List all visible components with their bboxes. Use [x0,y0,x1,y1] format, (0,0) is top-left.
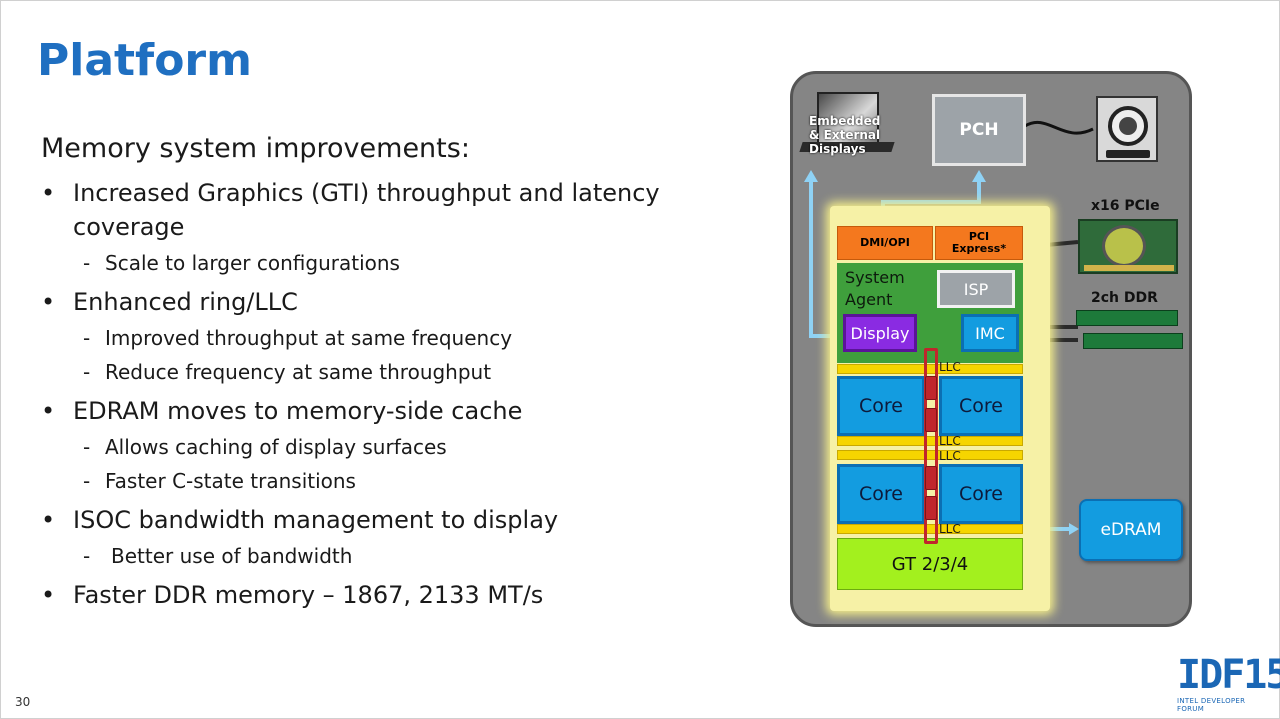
sub-bullet-item: Improved throughput at same frequency [41,323,741,353]
llc-label: LLC [939,360,961,374]
sub-bullet-item: Reduce frequency at same throughput [41,357,741,387]
isp-block: ISP [937,270,1015,308]
sub-bullet-item: Allows caching of display surfaces [41,432,741,462]
ddr-label: 2ch DDR [1091,290,1158,306]
displays-label: Embedded & External Displays [809,114,880,156]
bullet-item: Enhanced ring/LLC [41,285,741,319]
sub-bullet-item: Scale to larger configurations [41,248,741,278]
ring-stop [925,376,937,400]
gt-graphics-block: GT 2/3/4 [837,538,1023,590]
idf-logo-subtitle: INTEL DEVELOPER FORUM [1177,697,1246,713]
displays-label-line: Displays [809,142,866,156]
bullet-item: Increased Graphics (GTI) throughput and … [41,176,741,244]
llc-label: LLC [939,449,961,463]
ddr-module-icon [1076,310,1178,326]
page-title: Platform [37,35,252,86]
sub-bullet-item: Faster C-state transitions [41,466,741,496]
llc-slice [837,524,1023,534]
sub-bullet-item: Better use of bandwidth [41,541,741,571]
llc-slice [837,436,1023,446]
llc-label: LLC [939,434,961,448]
core-block: Core [939,464,1023,524]
pci-express-label: PCI [968,230,990,243]
system-agent-label: System Agent [845,267,905,311]
llc-slice [837,364,1023,374]
platform-diagram: Embedded & External Displays PCH x16 PCI… [790,71,1192,627]
bullet-item: ISOC bandwidth management to display [41,503,741,537]
dmi-opi-block: DMI/OPI [837,226,933,260]
llc-slice [837,450,1023,460]
core-block: Core [939,376,1023,436]
imc-block: IMC [961,314,1019,352]
page-number: 30 [15,695,31,709]
display-monitor-icon [817,92,879,144]
system-agent-label-line: System [845,268,905,287]
display-block: Display [843,314,917,352]
core-block: Core [837,376,925,436]
bullet-item: Faster DDR memory – 1867, 2133 MT/s [41,578,741,612]
pcie-card-icon [1078,219,1178,274]
ddr-module-icon [1083,333,1183,349]
ring-stop [925,408,937,432]
ring-bus [924,348,938,544]
llc-label: LLC [939,522,961,536]
ring-stop [925,466,937,490]
webcam-icon [1096,96,1158,162]
bullet-item: EDRAM moves to memory-side cache [41,394,741,428]
core-block: Core [837,464,925,524]
pch-block: PCH [932,94,1026,166]
displays-label-line: Embedded [809,114,881,128]
pcie-label: x16 PCIe [1091,198,1160,214]
pci-express-label: Express* [951,242,1007,255]
pci-express-block: PCI Express* [935,226,1023,260]
displays-label-line: & External [809,128,881,142]
idf-logo-text: IDF15 [1177,652,1280,698]
edram-block: eDRAM [1079,499,1183,561]
ring-stop [925,496,937,520]
bullet-list: Memory system improvements: Increased Gr… [41,133,741,616]
system-agent-label-line: Agent [845,290,893,309]
section-heading: Memory system improvements: [41,133,470,164]
idf-logo: IDF15 INTEL DEVELOPER FORUM [1177,652,1280,713]
